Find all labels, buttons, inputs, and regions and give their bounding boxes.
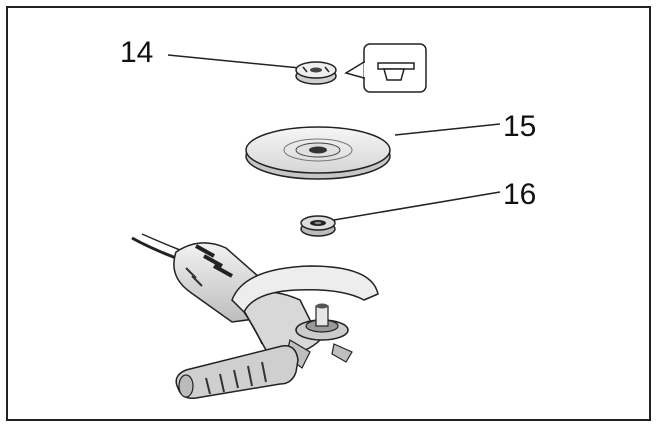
angle-grinder [131, 233, 379, 400]
clamp-nut-14 [295, 61, 337, 85]
callout-16: 16 [503, 178, 536, 211]
callout-15: 15 [503, 110, 536, 143]
leader-line-14 [167, 54, 301, 69]
grinding-disc-15 [245, 126, 391, 180]
inner-flange-16 [300, 215, 336, 237]
leader-line-16 [333, 191, 501, 221]
leader-line-15 [394, 123, 501, 136]
wheel-guard [231, 265, 379, 314]
nut-profile-detail [344, 43, 427, 93]
side-handle [175, 345, 299, 400]
callout-14: 14 [120, 36, 153, 69]
